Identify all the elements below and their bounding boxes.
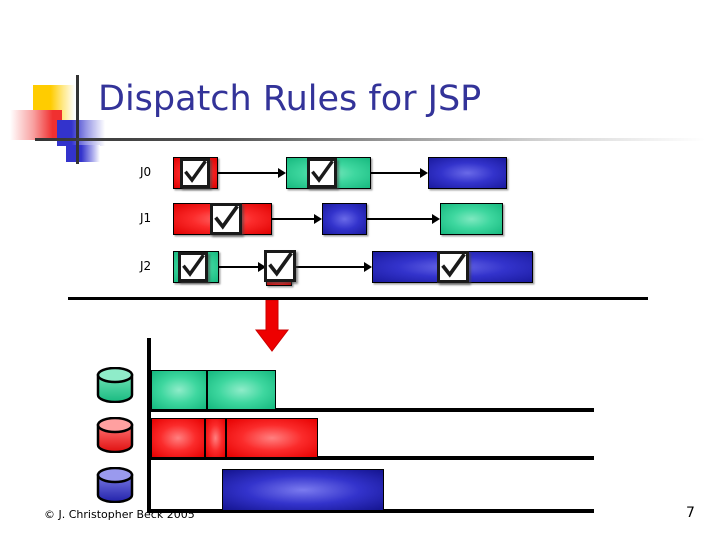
operation-box-j1-op1[interactable] bbox=[322, 203, 367, 235]
deco-blue-small-square bbox=[66, 145, 100, 162]
page-title: Dispatch Rules for JSP bbox=[98, 79, 482, 119]
precedence-arrow-j2-1 bbox=[292, 266, 364, 268]
gantt-baseline-green bbox=[147, 408, 594, 412]
job-label-j2: J2 bbox=[140, 259, 152, 273]
precedence-arrow-j1-0 bbox=[272, 218, 314, 220]
resource-icon-red bbox=[95, 417, 135, 453]
precedence-arrowhead-j0-1 bbox=[420, 168, 428, 178]
precedence-arrowhead-j0-0 bbox=[278, 168, 286, 178]
resource-icon-blue bbox=[95, 467, 135, 503]
precedence-arrow-j0-0 bbox=[218, 172, 278, 174]
gantt-baseline-red bbox=[147, 456, 594, 460]
copyright-notice: © J. Christopher Beck 2005 bbox=[44, 508, 195, 521]
down-arrow-icon bbox=[254, 299, 290, 357]
gantt-bar-red-j2[interactable] bbox=[205, 418, 226, 458]
page-number: 7 bbox=[686, 505, 695, 521]
checkmark-icon-5 bbox=[437, 251, 469, 283]
precedence-arrowhead-j2-0 bbox=[258, 262, 266, 272]
operation-box-j1-op2[interactable] bbox=[440, 203, 503, 235]
deco-horizontal-rule bbox=[35, 138, 705, 141]
precedence-arrowhead-j1-1 bbox=[432, 214, 440, 224]
precedence-arrow-j0-1 bbox=[371, 172, 420, 174]
gantt-bar-green-j0[interactable] bbox=[207, 370, 276, 410]
job-label-j1: J1 bbox=[140, 211, 152, 225]
checkmark-icon-0 bbox=[180, 158, 210, 188]
gantt-y-axis bbox=[147, 338, 151, 513]
checkmark-icon-3 bbox=[178, 252, 208, 282]
gantt-bar-blue-j2[interactable] bbox=[222, 469, 384, 511]
precedence-arrowhead-j2-1 bbox=[364, 262, 372, 272]
gantt-bar-green-j2[interactable] bbox=[151, 370, 207, 410]
gantt-bar-red-j1[interactable] bbox=[226, 418, 318, 458]
checkmark-icon-1 bbox=[307, 158, 337, 188]
precedence-arrow-j1-1 bbox=[367, 218, 432, 220]
checkmark-icon-2 bbox=[210, 203, 242, 235]
checkmark-icon-4 bbox=[264, 250, 296, 282]
job-label-j0: J0 bbox=[140, 165, 152, 179]
operation-box-j0-op2[interactable] bbox=[428, 157, 507, 189]
gantt-baseline-blue bbox=[147, 509, 594, 513]
resource-icon-green bbox=[95, 367, 135, 403]
precedence-arrowhead-j1-0 bbox=[314, 214, 322, 224]
precedence-arrow-j2-0 bbox=[219, 266, 258, 268]
section-divider bbox=[68, 297, 648, 300]
deco-vertical-rule bbox=[76, 75, 79, 164]
gantt-bar-red-j0[interactable] bbox=[151, 418, 205, 458]
deco-red-square bbox=[10, 110, 62, 140]
deco-blue-square bbox=[57, 120, 105, 146]
